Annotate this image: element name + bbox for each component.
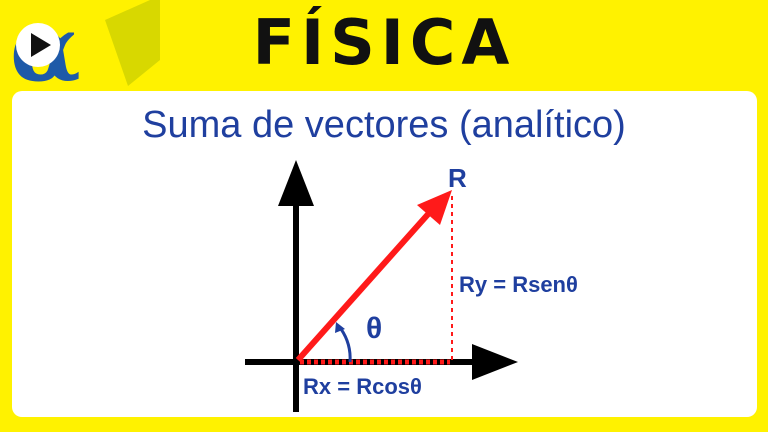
subtitle: Suma de vectores (analítico) [142,104,626,146]
angle-label: θ [366,312,383,345]
alpha-logo-icon: α [10,0,160,100]
component-y-label: Ry = Rsenθ [459,272,578,297]
resultant-vector [295,190,452,362]
resultant-label: R [448,163,467,193]
y-axis [278,160,314,412]
play-icon [16,23,60,67]
component-x-label: Rx = Rcosθ [303,374,422,399]
angle-arc [335,322,352,363]
header-title: FÍSICA [252,6,516,79]
